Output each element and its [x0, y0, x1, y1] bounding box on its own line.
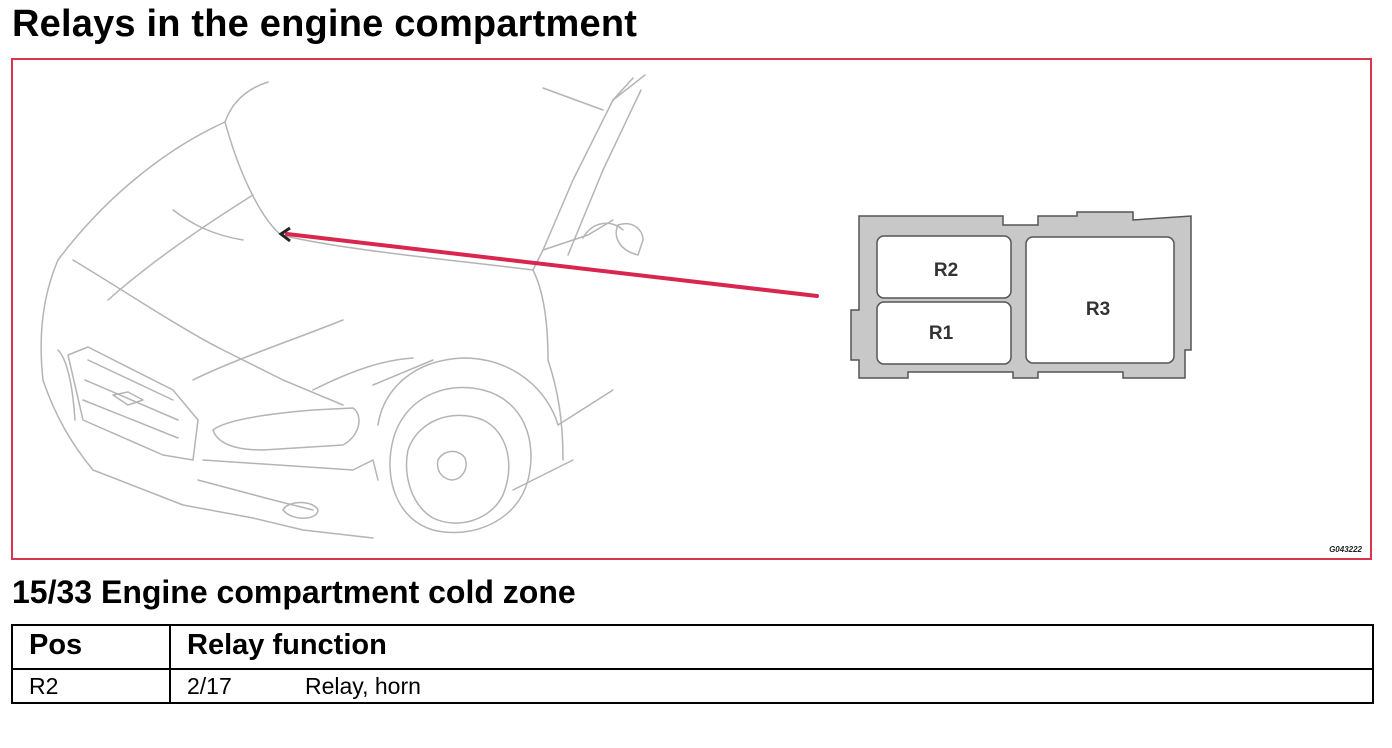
table-row: R2 2/17 Relay, horn [11, 668, 1374, 704]
table-header-row: Pos Relay function [11, 624, 1374, 664]
cell-relay-function: 2/17 Relay, horn [169, 668, 1374, 704]
relay-label-r1: R1 [929, 323, 954, 344]
table-header-rule [11, 664, 1374, 669]
relay-slot-r3 [1025, 236, 1175, 364]
diagram-canvas: R2 R1 R3 [40, 74, 1192, 539]
header-rule-cell [169, 664, 1374, 669]
relay-slot-r2 [876, 235, 1012, 299]
figure-code: G043222 [1329, 545, 1362, 554]
relay-table: Pos Relay function R2 2/17 Relay, horn [11, 624, 1374, 704]
relay-slot-r1 [876, 301, 1012, 365]
pointer-line [278, 226, 819, 298]
section-title: 15/33 Engine compartment cold zone [12, 574, 576, 610]
relay-label-r2: R2 [934, 260, 958, 281]
diagram-frame: R2 R1 R3 G043222 [11, 58, 1372, 560]
header-rule-cell [11, 664, 171, 669]
relay-box: R2 R1 R3 [850, 211, 1192, 379]
cell-relay-description: Relay, horn [305, 672, 421, 699]
relay-label-r3: R3 [1086, 299, 1110, 320]
car-illustration [40, 74, 646, 539]
cell-relay-code: 2/17 [187, 672, 232, 699]
header-pos: Pos [11, 624, 171, 664]
header-relay-function: Relay function [169, 624, 1374, 664]
page-title: Relays in the engine compartment [12, 3, 638, 45]
cell-pos: R2 [11, 668, 171, 704]
